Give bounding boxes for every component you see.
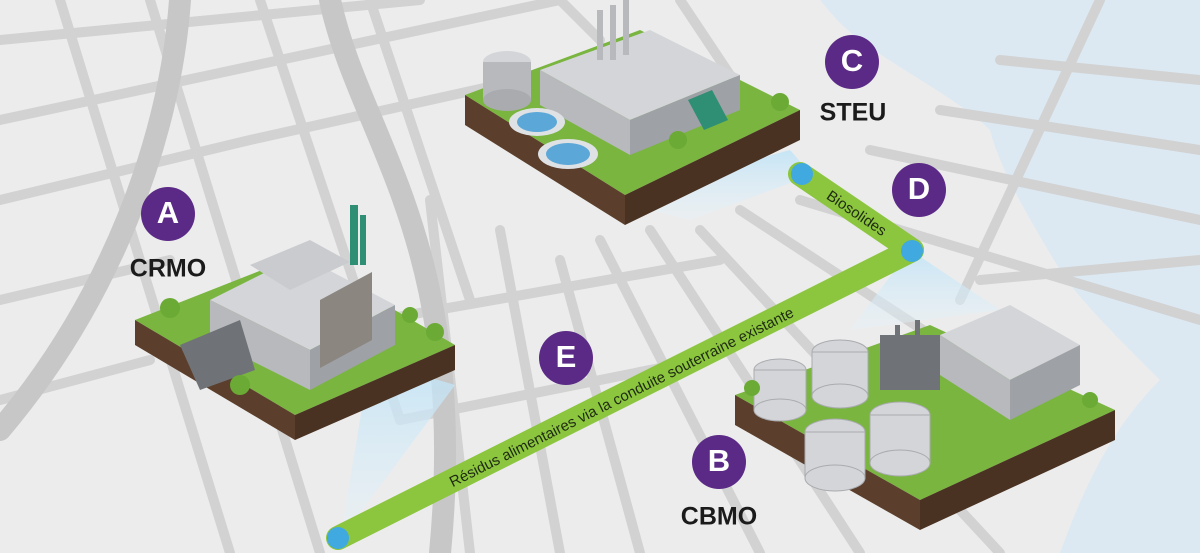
badge-c-letter: C — [841, 43, 863, 78]
marker-a: A CRMO — [130, 187, 206, 283]
badge-d — [892, 163, 946, 217]
node-steu — [791, 163, 813, 185]
label-cbmo: CBMO — [681, 503, 757, 531]
marker-c: C STEU — [820, 35, 887, 127]
badge-a — [141, 187, 195, 241]
markers: A CRMO B CBMO C STEU D E — [130, 35, 946, 531]
marker-b: B CBMO — [681, 435, 757, 531]
badge-a-letter: A — [157, 195, 179, 230]
facility-cbmo — [735, 305, 1115, 530]
node-cbmo — [901, 240, 923, 262]
badge-b-letter: B — [708, 443, 730, 478]
node-crmo — [327, 527, 349, 549]
beam-cbmo — [850, 250, 1000, 330]
badge-b — [692, 435, 746, 489]
facility-crmo — [135, 205, 455, 440]
badge-e — [539, 331, 593, 385]
badge-e-letter: E — [556, 339, 577, 374]
label-steu: STEU — [820, 99, 887, 127]
label-crmo: CRMO — [130, 255, 206, 283]
badge-c — [825, 35, 879, 89]
facility-steu — [465, 0, 800, 225]
marker-e: E — [539, 331, 593, 385]
route-food-waste — [326, 238, 924, 550]
marker-d: D — [892, 163, 946, 217]
badge-d-letter: D — [908, 171, 930, 206]
route-biosolids — [788, 162, 924, 262]
